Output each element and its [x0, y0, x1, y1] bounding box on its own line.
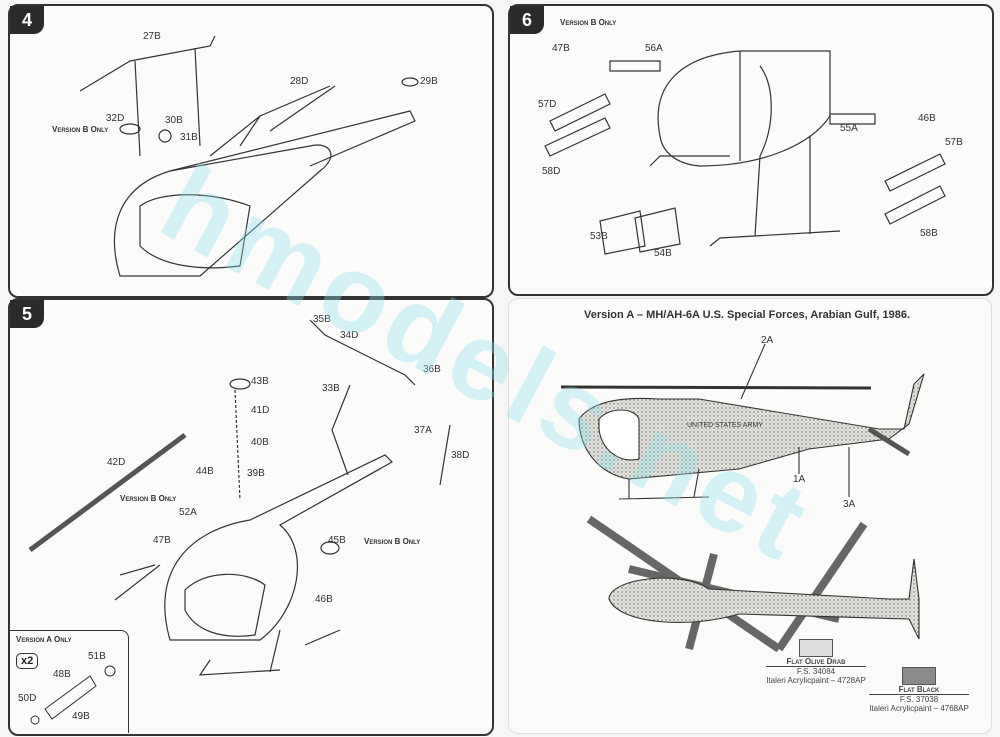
version-a-inset: Version A Only x2 51B 48B 50D 49B [10, 630, 129, 733]
part-label: 28D [290, 76, 309, 87]
part-label: 57D [538, 99, 557, 110]
part-label: 42D [107, 457, 126, 468]
part-label: 34D [340, 330, 359, 341]
version-a-profile: UNITED STATES ARMY [560, 343, 925, 653]
part-label: 38D [451, 450, 470, 461]
part-label: 48B [53, 669, 71, 680]
part-label: 39B [247, 468, 265, 479]
inset-title: Version A Only [16, 635, 72, 644]
part-label: 47B [153, 535, 171, 546]
part-label: 35B [313, 314, 331, 325]
version-a-panel: Version A – MH/AH-6A U.S. Special Forces… [508, 298, 992, 734]
step-5-drawing [28, 319, 451, 676]
color-swatch [902, 667, 936, 685]
paint-name: Flat Olive Drab [766, 657, 866, 667]
part-label: 52A [179, 507, 197, 518]
step-number: 5 [10, 300, 44, 328]
part-label: 31B [180, 132, 198, 143]
part-label: 29B [420, 76, 438, 87]
legend-olive-drab: Flat Olive Drab F.S. 34084 Italeri Acryl… [766, 639, 866, 685]
step-6-panel: 6 Version B Only 47B 56A 57D 58D 55A 46B… [508, 4, 994, 296]
part-label: 55A [840, 123, 858, 134]
part-label: 32D [106, 113, 125, 124]
part-label: 58D [542, 166, 561, 177]
part-label: 54B [654, 248, 672, 259]
fuselage-marking: UNITED STATES ARMY [687, 422, 763, 429]
quantity-badge: x2 [16, 653, 39, 669]
step-4-panel: 4 27B 28D 29B 32D 30B 31B Version B Only [8, 4, 494, 298]
paint-code: Italeri Acrylicpaint – 4768AP [869, 704, 969, 713]
version-note: Version B Only [364, 537, 421, 546]
part-label: 37A [414, 425, 432, 436]
color-swatch [799, 639, 833, 657]
part-label: 49B [72, 711, 90, 722]
step-4-drawing [79, 35, 419, 277]
part-label: 58B [920, 228, 938, 239]
version-note: Version B Only [120, 494, 177, 503]
part-label: 33B [322, 383, 340, 394]
part-label: 44B [196, 466, 214, 477]
part-label: 45B [328, 535, 346, 546]
part-label: 27B [143, 31, 161, 42]
part-label: 46B [315, 594, 333, 605]
callout-label: 2A [761, 335, 774, 346]
version-note: Version B Only [52, 125, 109, 134]
part-label: 43B [251, 376, 269, 387]
callout-label: 1A [793, 474, 806, 485]
step-number: 4 [10, 6, 44, 34]
step-6-drawing [544, 50, 946, 255]
part-label: 50D [18, 693, 37, 704]
part-label: 46B [918, 113, 936, 124]
part-label: 36B [423, 364, 441, 375]
part-label: 40B [251, 437, 269, 448]
paint-fs: F.S. 37038 [899, 695, 939, 704]
callout-label: 3A [843, 499, 856, 510]
paint-code: Italeri Acrylicpaint – 4728AP [766, 676, 866, 685]
part-label: 47B [552, 43, 570, 54]
part-label: 41D [251, 405, 270, 416]
paint-name: Flat Black [869, 685, 969, 695]
part-label: 51B [88, 651, 106, 662]
part-label: 53B [590, 231, 608, 242]
part-label: 30B [165, 115, 183, 126]
part-label: 57B [945, 137, 963, 148]
step-5-panel: 5 35B 34D 36B 43B 41D 40B 39B 33B [8, 298, 494, 736]
part-label: 56A [645, 43, 663, 54]
step-number: 6 [510, 6, 544, 34]
version-note: Version B Only [560, 18, 617, 27]
legend-flat-black: Flat Black F.S. 37038 Italeri Acrylicpai… [869, 667, 969, 713]
paint-fs: F.S. 34084 [796, 667, 836, 676]
version-a-title: Version A – MH/AH-6A U.S. Special Forces… [584, 309, 911, 321]
